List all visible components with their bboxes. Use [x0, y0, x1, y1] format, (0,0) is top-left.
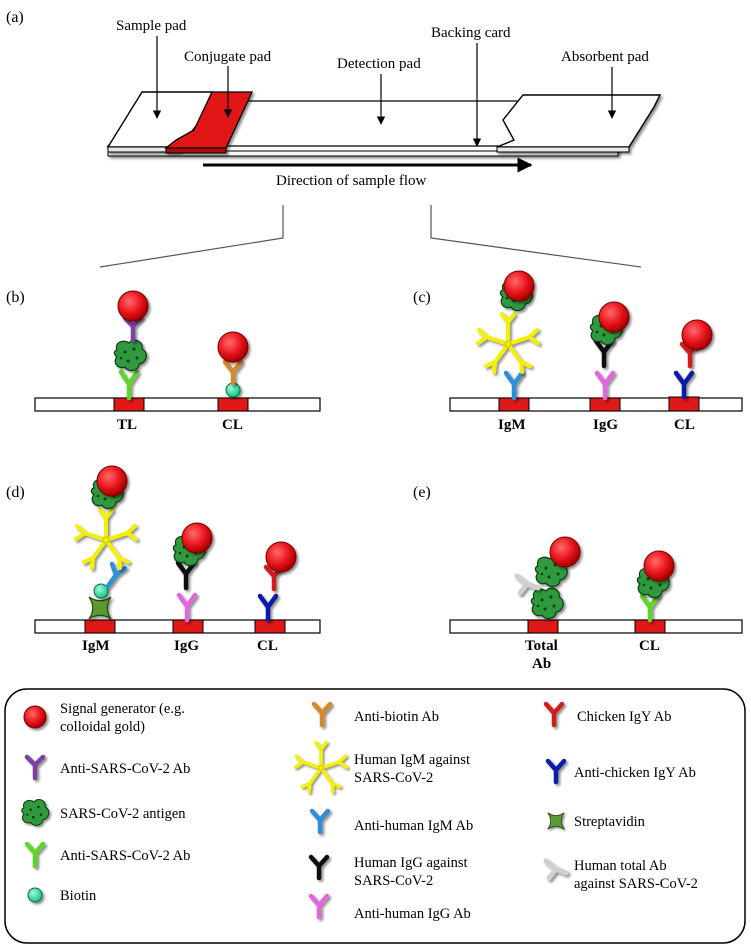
legend-igm-label: Human IgM against [354, 752, 470, 768]
control-line-pad [254, 619, 286, 634]
total-ab-line-pad [527, 619, 559, 634]
black-antibody-icon [175, 560, 197, 591]
gold-sphere-icon [549, 536, 581, 568]
absorbent-pad-label: Absorbent pad [561, 49, 649, 65]
panel-e-label: (e) [413, 484, 431, 501]
zoom-line-right [430, 205, 642, 268]
gold-sphere-icon [217, 331, 249, 363]
panel-d: (d) IgM IgG CL [6, 465, 321, 654]
legend-igm-label-2: SARS-CoV-2 [354, 770, 433, 786]
control-line-label: CL [639, 638, 660, 654]
flow-label: Direction of sample flow [276, 173, 427, 189]
igm-line-label: IgM [82, 638, 110, 654]
strip-b [34, 397, 321, 412]
igg-line-label: IgG [593, 417, 618, 433]
panel-d-label: (d) [6, 484, 25, 501]
legend-grey-label: Human total Ab [574, 858, 667, 874]
legend-purple-label: Anti-SARS-CoV-2 Ab [60, 761, 190, 777]
legend-blue-label: Anti-human IgM Ab [354, 818, 473, 834]
grey-antibody-icon [514, 573, 541, 596]
control-line-label: CL [222, 417, 243, 433]
green-antibody-icon [639, 593, 661, 623]
legend-box [4, 688, 746, 944]
black-antibody-icon [308, 854, 330, 881]
control-line-label: CL [674, 417, 695, 433]
pink-antibody-icon [308, 893, 330, 920]
legend: Signal generator (e.g. colloidal gold) A… [4, 688, 746, 944]
legend-pink-label: Anti-human IgG Ab [354, 906, 471, 922]
pink-antibody-icon [594, 370, 616, 401]
control-line-pad [217, 397, 249, 412]
panel-a: (a) Sample pad Conjugat [6, 9, 662, 268]
gold-sphere-icon [503, 270, 535, 302]
panel-c: (c) IgM IgG CL [413, 270, 743, 433]
detection-pad-label: Detection pad [337, 56, 421, 72]
gold-sphere-icon [681, 319, 713, 351]
zoom-line-left [99, 205, 284, 268]
igm-line-pad [84, 619, 116, 634]
absorbent-pad-strip [496, 94, 662, 153]
navy-antibody-icon [545, 758, 567, 785]
legend-orange-label: Anti-biotin Ab [354, 709, 439, 725]
igg-line-label: IgG [174, 638, 199, 654]
navy-antibody-icon [673, 370, 695, 400]
gold-sphere-icon [23, 705, 47, 729]
igm-pentamer-icon [74, 508, 138, 570]
panel-a-label: (a) [6, 9, 24, 26]
green-antibody-icon [24, 841, 46, 869]
antigen-icon [530, 587, 564, 620]
grey-antibody-icon [543, 858, 569, 881]
orange-antibody-icon [222, 359, 244, 386]
antigen-icon [113, 339, 147, 372]
legend-gold-label-2: colloidal gold) [60, 719, 145, 735]
gold-sphere-icon [265, 541, 297, 573]
streptavidin-icon [88, 596, 112, 620]
pink-antibody-icon [176, 592, 198, 623]
legend-chicken-label: Chicken IgY Ab [577, 709, 672, 725]
control-line-label: CL [257, 638, 278, 654]
legend-strept-label: Streptavidin [574, 814, 646, 830]
legend-green-label: Anti-SARS-CoV-2 Ab [60, 848, 190, 864]
blue-antibody-icon [503, 370, 525, 401]
conjugate-pad-strip [164, 91, 254, 154]
detection-pad-strip [198, 100, 542, 147]
total-ab-line-label: Total [525, 638, 558, 654]
gold-sphere-icon [96, 465, 128, 497]
blue-antibody-icon [309, 808, 331, 835]
strip-e [449, 619, 743, 634]
test-line-label: TL [117, 417, 137, 433]
blue-antibody-icon [105, 561, 128, 589]
green-antibody-icon [118, 369, 140, 401]
legend-navy-label: Anti-chicken IgY Ab [574, 765, 696, 781]
legend-grey-label-2: against SARS-CoV-2 [574, 876, 698, 892]
igm-line-label: IgM [498, 417, 526, 433]
total-ab-line-label-2: Ab [532, 656, 551, 672]
panel-b-label: (b) [6, 289, 25, 306]
gold-sphere-icon [181, 522, 213, 554]
legend-gold-label: Signal generator (e.g. [60, 701, 185, 717]
purple-antibody-icon [24, 754, 46, 781]
legend-black-label-2: SARS-CoV-2 [354, 873, 433, 889]
legend-biotin-label: Biotin [60, 888, 97, 904]
gold-sphere-icon [643, 550, 675, 582]
red-antibody-icon [543, 701, 565, 728]
backing-card-label: Backing card [431, 25, 511, 41]
panel-e: (e) Total Ab CL [413, 484, 743, 672]
conjugate-pad-label: Conjugate pad [184, 49, 272, 65]
igm-pentamer-icon [476, 312, 540, 374]
igm-pentamer-icon [293, 740, 349, 794]
biotin-icon [27, 887, 43, 903]
panel-c-label: (c) [413, 289, 431, 306]
legend-antigen-label: SARS-CoV-2 antigen [60, 806, 186, 822]
orange-antibody-icon [311, 701, 333, 728]
gold-sphere-icon [117, 290, 149, 322]
sample-pad-label: Sample pad [116, 18, 187, 34]
panel-b: (b) TL CL [6, 289, 321, 433]
legend-black-label: Human IgG against [354, 855, 468, 871]
gold-sphere-icon [598, 301, 630, 333]
navy-antibody-icon [257, 593, 279, 623]
